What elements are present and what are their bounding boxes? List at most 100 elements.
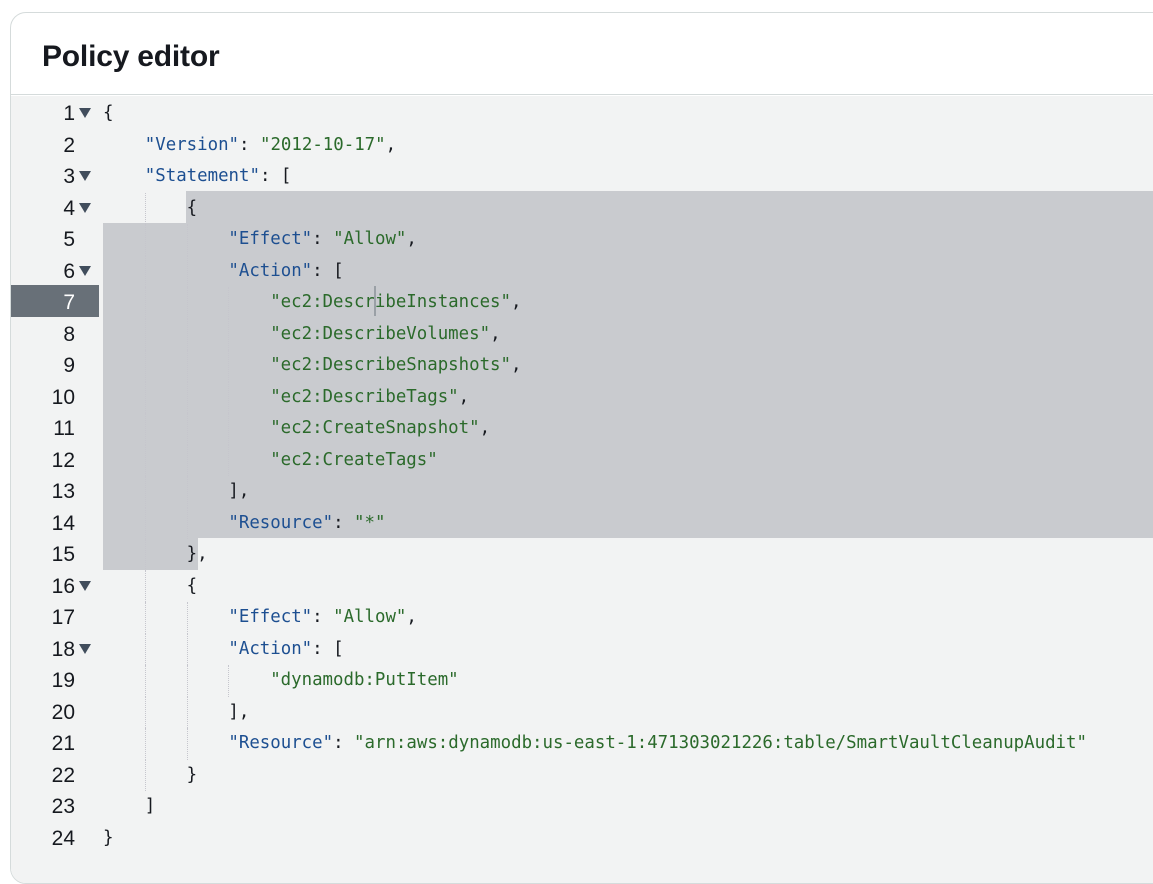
json-punctuation: ], — [228, 701, 250, 722]
text-selection-top — [186, 191, 1153, 223]
code-line[interactable]: 12 "ec2:CreateTags" — [11, 444, 1153, 477]
line-number: 14 — [51, 511, 75, 535]
code-line[interactable]: 5"Effect": "Allow", — [11, 224, 1153, 256]
indent-guide — [186, 381, 188, 413]
code-line[interactable]: 19"dynamodb:PutItem" — [11, 665, 1153, 697]
line-number: 12 — [51, 448, 75, 472]
indent-guide — [144, 539, 146, 571]
json-string: "ec2:DescribeVolumes" — [270, 323, 491, 344]
code-text: "Effect": "Allow", — [228, 224, 417, 256]
line-number: 22 — [51, 763, 75, 787]
json-punctuation: , — [406, 607, 417, 627]
indent-guide — [228, 444, 230, 476]
code-line[interactable]: 15}, — [11, 539, 1153, 571]
json-punctuation: : — [312, 607, 334, 627]
indent-guide — [144, 633, 146, 665]
indent-guide — [228, 413, 230, 445]
json-punctuation: , — [479, 418, 491, 438]
code-line[interactable]: 17"Effect": "Allow", — [11, 602, 1153, 634]
json-key: "Action" — [228, 260, 313, 281]
json-punctuation: ] — [144, 796, 156, 816]
json-string: "arn:aws:dynamodb:us-east-1:471303021226… — [354, 733, 1087, 753]
json-string: "ec2:CreateSnapshot" — [270, 418, 480, 438]
indent-guide — [144, 444, 146, 476]
code-line[interactable]: 10 "ec2:DescribeTags", — [11, 381, 1153, 414]
indent-guide — [186, 350, 188, 382]
code-line[interactable]: 14 "Resource": "*" — [11, 507, 1153, 540]
indent-guide — [144, 507, 146, 539]
code-line[interactable]: 4{ — [11, 192, 1153, 225]
fold-toggle-icon[interactable] — [79, 171, 91, 181]
json-punctuation: , — [490, 323, 501, 344]
code-line[interactable]: 1{ — [11, 98, 1153, 130]
json-punctuation: , — [385, 134, 397, 155]
json-punctuation: , — [511, 292, 522, 312]
code-text: { — [187, 193, 197, 225]
code-line[interactable]: 24} — [11, 823, 1153, 855]
code-text: "ec2:CreateTags" — [270, 445, 438, 477]
line-number: 13 — [51, 480, 75, 503]
fold-toggle-icon[interactable] — [79, 580, 91, 591]
fold-toggle-icon[interactable] — [79, 265, 91, 276]
panel-title: Policy editor — [42, 40, 220, 73]
text-selection-bottom — [103, 538, 198, 570]
code-line[interactable]: 16{ — [11, 570, 1153, 602]
indent-guide — [186, 665, 188, 697]
json-punctuation: : — [312, 229, 334, 249]
line-number: 1 — [63, 102, 75, 125]
code-line[interactable]: 18"Action": [ — [11, 633, 1153, 665]
code-line[interactable]: 23] — [11, 791, 1153, 823]
line-number: 18 — [51, 637, 75, 661]
code-text: "ec2:DescribeInstances", — [270, 287, 521, 319]
indent-guide — [186, 224, 188, 256]
indent-guide — [228, 318, 230, 350]
json-punctuation: , — [511, 355, 522, 375]
indent-guide — [144, 381, 146, 413]
json-string: "ec2:DescribeTags" — [270, 386, 459, 407]
code-line[interactable]: 11"ec2:CreateSnapshot", — [11, 413, 1153, 445]
json-punctuation: : [ — [312, 260, 344, 281]
indent-guide — [186, 287, 188, 319]
json-punctuation: , — [406, 229, 417, 249]
code-line[interactable]: 8"ec2:DescribeVolumes", — [11, 318, 1153, 351]
panel-header: Policy editor — [11, 13, 1153, 95]
code-line[interactable]: 21"Resource": "arn:aws:dynamodb:us-east-… — [11, 728, 1153, 760]
json-string: "2012-10-17" — [259, 134, 386, 155]
active-line-gutter — [11, 285, 99, 317]
line-number: 21 — [51, 732, 75, 755]
code-text: "ec2:DescribeTags", — [270, 382, 469, 414]
code-text: "ec2:DescribeVolumes", — [270, 319, 500, 351]
code-line[interactable]: 13], — [11, 476, 1153, 508]
fold-toggle-icon[interactable] — [79, 643, 91, 654]
indent-guide — [186, 255, 188, 287]
line-number: 10 — [51, 385, 75, 409]
code-text: "Resource": "*" — [228, 508, 385, 540]
code-line[interactable]: 6"Action": [ — [11, 255, 1153, 288]
code-line[interactable]: 7 "ec2:DescribeInstances", — [11, 287, 1153, 319]
json-punctuation: { — [103, 103, 114, 123]
indent-guide — [186, 696, 188, 728]
json-string: "ec2:CreateTags" — [270, 449, 438, 470]
code-text: ], — [228, 697, 249, 729]
line-number: 15 — [51, 543, 75, 566]
code-line[interactable]: 22} — [11, 759, 1153, 791]
fold-toggle-icon[interactable] — [79, 108, 91, 118]
indent-guide — [186, 318, 188, 350]
indent-guide — [144, 255, 146, 287]
json-key: "Version" — [144, 134, 240, 155]
code-editor[interactable]: 1{2"Version": "2012-10-17",3"Statement":… — [11, 96, 1153, 883]
code-text: "Action": [ — [228, 256, 343, 288]
code-line[interactable]: 9"ec2:DescribeSnapshots", — [11, 350, 1153, 382]
code-line[interactable]: 20], — [11, 696, 1153, 729]
line-number: 7 — [63, 291, 75, 314]
indent-guide — [144, 602, 146, 634]
indent-guide — [144, 413, 146, 445]
indent-guide — [228, 287, 230, 319]
json-punctuation: : — [333, 512, 355, 533]
code-line[interactable]: 2"Version": "2012-10-17", — [11, 130, 1153, 162]
indent-guide — [144, 665, 146, 697]
fold-toggle-icon[interactable] — [79, 202, 91, 213]
indent-guide — [186, 507, 188, 539]
json-punctuation: { — [186, 575, 198, 596]
code-line[interactable]: 3"Statement": [ — [11, 161, 1153, 193]
